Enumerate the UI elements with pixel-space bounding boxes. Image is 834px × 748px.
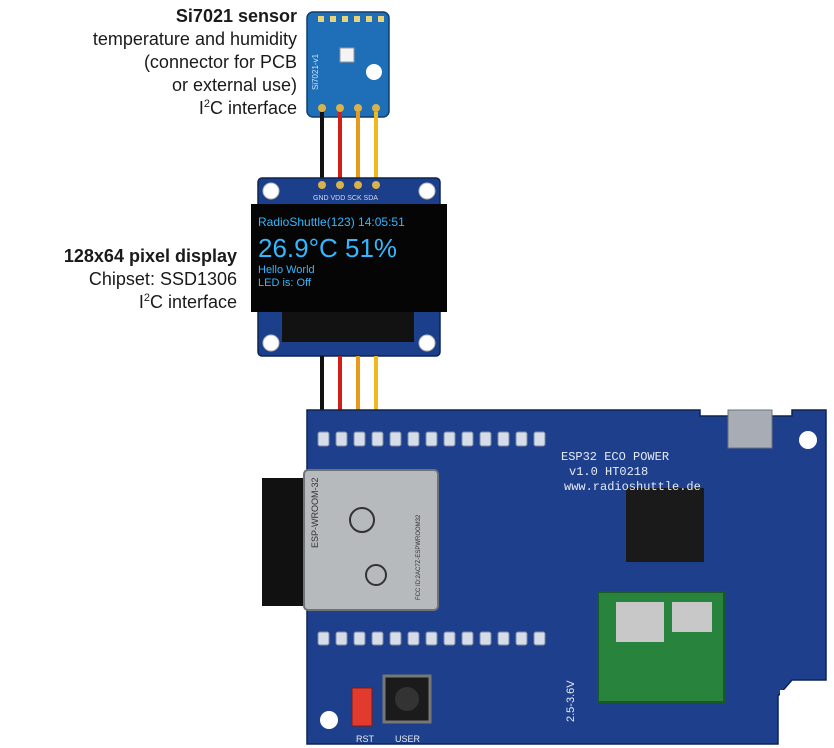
oled-module: GND VDD SCK SDA RadioShuttle(123) 14:05:…	[251, 177, 447, 357]
sensor-line-1: temperature and humidity	[92, 29, 297, 49]
board-version: v1.0 HT0218	[569, 465, 648, 479]
board-name: ESP32 ECO POWER	[561, 450, 669, 464]
display-title: 128x64 pixel display	[63, 246, 237, 266]
rst-label: RST	[356, 734, 375, 744]
screen-header: RadioShuttle(123) 14:05:51	[258, 215, 405, 229]
sensor-line-3: or external use)	[171, 75, 297, 95]
esp32-board: ESP-WROOM-32 FCC ID:2AC7Z-ESPWROOM32 ESP…	[262, 409, 830, 745]
sensor-interface: I2C interface	[198, 98, 297, 118]
sensor-line-2: (connector for PCB	[143, 52, 297, 72]
screen-line-1: Hello World	[258, 264, 315, 276]
board-url: www.radioshuttle.de	[564, 480, 701, 494]
screen-reading: 26.9°C 51%	[258, 233, 397, 263]
display-chipset: Chipset: SSD1306	[88, 269, 237, 289]
module-fcc: FCC ID:2AC7Z-ESPWROOM32	[416, 514, 422, 600]
display-description: 128x64 pixel display Chipset: SSD1306 I2…	[64, 245, 237, 314]
sensor-description: Si7021 sensor temperature and humidity (…	[93, 5, 297, 120]
si7021-board: Si7021-v1	[306, 11, 390, 118]
sensor-board-label: Si7021-v1	[311, 53, 320, 90]
display-interface: I2C interface	[138, 292, 237, 312]
voltage-label: 2.5-3.6V	[565, 680, 577, 722]
sensor-title: Si7021 sensor	[175, 6, 297, 26]
user-label: USER	[395, 734, 421, 744]
module-name: ESP-WROOM-32	[310, 477, 320, 548]
sensor-wires	[320, 112, 378, 182]
screen-line-2: LED is: Off	[258, 277, 312, 289]
display-pin-labels: GND VDD SCK SDA	[313, 195, 378, 202]
